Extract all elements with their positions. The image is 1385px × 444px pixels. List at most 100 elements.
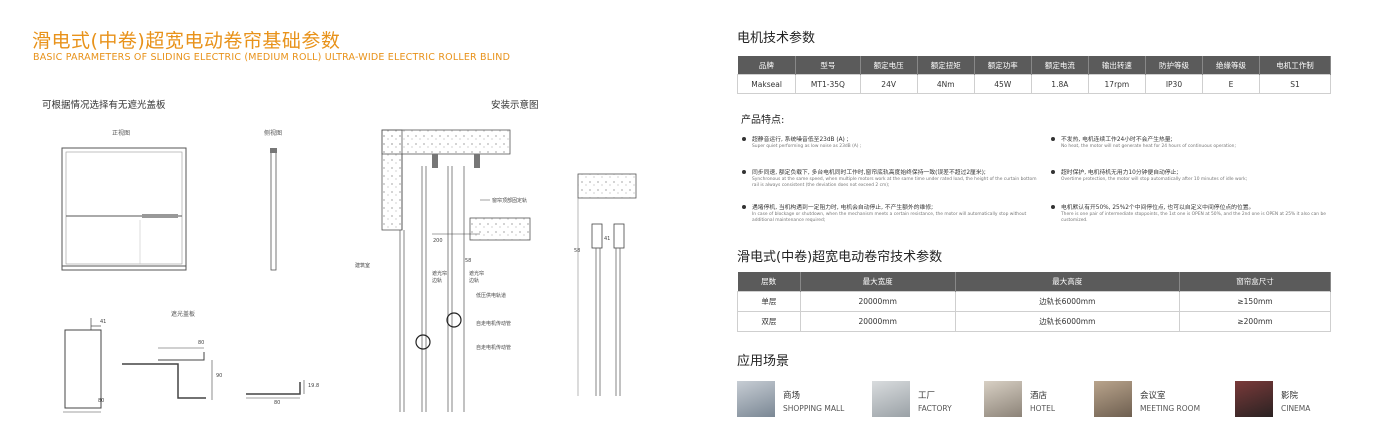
bullet-icon	[1051, 205, 1055, 209]
dim-90: 90	[216, 373, 223, 379]
motor-header-cell: 额定电压	[860, 56, 918, 75]
spec-header-cell: 窗帘盒尺寸	[1179, 272, 1332, 292]
motor-header-cell: 额定扭矩	[917, 56, 975, 75]
bullet-icon	[1051, 170, 1055, 174]
feature-text-en: In case of blockage or shutdown, when th…	[752, 212, 1027, 223]
cover-plate-section-2	[122, 347, 213, 400]
motor-cell: 45W	[973, 74, 1032, 94]
feature-text-cn: 电机默认有开50%, 25%2个中间停位点, 也可以自定义中间停位点的位置。	[1061, 205, 1255, 211]
dim-58-b: 58	[574, 248, 581, 254]
feature-item: 超静音运行, 系统噪音低至23dB (A) ;Super quiet perfo…	[742, 136, 1042, 150]
scene-photo	[1094, 381, 1132, 417]
motor-cell: MT1-35Q	[795, 74, 861, 94]
spec-section-title: 滑电式(中卷)超宽电动卷帘技术参数	[737, 250, 943, 265]
label-motor-tube-2: 自走电机传动管	[476, 345, 512, 351]
install-diagram-side	[577, 173, 637, 396]
feature-text-en: Super quiet performing as low noise as 2…	[752, 144, 862, 149]
cover-plate-label: 遮光盖板	[171, 311, 196, 318]
label-top-rail: 窗帘顶部固定轨	[492, 198, 528, 204]
motor-section-title: 电机技术参数	[737, 31, 816, 46]
dim-80-c: 80	[274, 400, 281, 406]
scene-label-en: MEETING ROOM	[1140, 404, 1201, 413]
cover-plate-section-3	[246, 380, 305, 399]
motor-spec-table: 品牌型号额定电压额定扭矩额定功率额定电流输出转速防护等级绝缘等级电机工作制 Ma…	[736, 56, 1331, 94]
spec-cell: ≥150mm	[1178, 291, 1332, 312]
scenes-title: 应用场景	[737, 354, 790, 369]
scene-label-cn: 工厂	[918, 391, 936, 401]
install-diagram-main	[381, 129, 531, 412]
spec-cell: 20000mm	[799, 291, 956, 312]
feature-item: 超时保护, 电机待机无用力10分钟便自动停止;Overtime protecti…	[1051, 169, 1351, 183]
dim-19-8: 19.8	[308, 383, 320, 389]
spec-cell: 单层	[737, 291, 801, 312]
motor-header-cell: 电机工作制	[1259, 56, 1331, 75]
side-view-label: 侧视图	[264, 130, 283, 137]
label-light-curtain-2: 遮光帘	[469, 271, 485, 277]
label-motor-tube-1: 自走电机传动管	[476, 321, 512, 327]
dim-200: 200	[433, 238, 443, 244]
feature-text-cn: 超静音运行, 系统噪音低至23dB (A) ;	[752, 137, 849, 143]
front-view-drawing	[61, 147, 187, 271]
motor-header-cell: 绝缘等级	[1202, 56, 1261, 75]
feature-text-en: Synchronous at the same speed, when mult…	[752, 177, 1037, 188]
spec-cell: 边轨长6000mm	[954, 311, 1180, 332]
scene-label-en: SHOPPING MALL	[783, 404, 845, 413]
section-heading-install: 安装示意图	[491, 100, 539, 111]
front-view-label: 正视图	[112, 130, 131, 137]
motor-cell: E	[1201, 74, 1261, 94]
dim-41: 41	[100, 319, 107, 325]
bullet-icon	[742, 170, 746, 174]
page-title: 滑电式(中卷)超宽电动卷帘基础参数	[32, 30, 341, 52]
label-building-wall: 建筑室	[355, 263, 371, 269]
feature-item: 遇堵停机, 当机构遇到一定阻力时, 电机会自动停止, 不产生额外的维修;In c…	[742, 204, 1042, 224]
motor-header-cell: 品牌	[737, 56, 797, 75]
label-power-rail: 低压供电轨道	[476, 293, 507, 299]
feature-text-en: No heat, the motor will not generate hea…	[1061, 144, 1236, 149]
spec-header-cell: 层数	[737, 272, 801, 292]
feature-text-en: There is one pair of intermediate stoppo…	[1061, 212, 1326, 223]
scene-label-cn: 会议室	[1140, 391, 1166, 401]
spec-header-cell: 最大高度	[955, 272, 1180, 292]
spec-table-header: 层数最大宽度最大高度窗帘盒尺寸	[737, 272, 1332, 292]
motor-header-cell: 额定功率	[974, 56, 1032, 75]
bullet-icon	[1051, 137, 1055, 141]
motor-cell: 4Nm	[916, 74, 975, 94]
motor-cell: 17rpm	[1087, 74, 1146, 94]
side-view-drawing	[270, 148, 277, 271]
scene-photo	[737, 381, 775, 417]
scene-photo	[1235, 381, 1273, 417]
label-side-rail-2: 边轨	[469, 278, 480, 284]
dim-41-b: 41	[604, 236, 611, 242]
motor-cell: IP30	[1144, 74, 1203, 94]
scene-label-cn: 酒店	[1030, 391, 1048, 401]
feature-text-cn: 不发热, 电机连续工作24小时不会产生热量;	[1061, 137, 1173, 143]
feature-item: 不发热, 电机连续工作24小时不会产生热量;No heat, the motor…	[1051, 136, 1351, 150]
motor-cell: 24V	[859, 74, 918, 94]
spec-cell: 20000mm	[799, 311, 956, 332]
motor-cell: S1	[1259, 74, 1331, 94]
features-title: 产品特点:	[741, 115, 785, 126]
motor-cell: Makseal	[736, 74, 797, 94]
spec-cell: ≥200mm	[1178, 311, 1332, 332]
motor-header-cell: 防护等级	[1145, 56, 1203, 75]
dim-80-a: 80	[98, 398, 105, 404]
feature-item: 电机默认有开50%, 25%2个中间停位点, 也可以自定义中间停位点的位置。Th…	[1051, 204, 1351, 224]
label-side-rail-1: 边轨	[432, 278, 443, 284]
feature-text-cn: 超时保护, 电机待机无用力10分钟便自动停止;	[1061, 170, 1179, 176]
feature-text-cn: 遇堵停机, 当机构遇到一定阻力时, 电机会自动停止, 不产生额外的维修;	[752, 205, 934, 211]
spec-cell: 边轨长6000mm	[954, 291, 1180, 312]
scene-label-cn: 商场	[783, 391, 801, 401]
motor-header-cell: 输出转速	[1088, 56, 1146, 75]
label-light-curtain-1: 遮光帘	[432, 271, 448, 277]
scene-label-en: CINEMA	[1281, 404, 1311, 413]
bullet-icon	[742, 137, 746, 141]
scene-label-cn: 影院	[1281, 391, 1299, 401]
page-subtitle: BASIC PARAMETERS OF SLIDING ELECTRIC (ME…	[33, 52, 511, 63]
feature-text-en: Overtime protection, the motor will stop…	[1061, 177, 1248, 182]
spec-cell: 双层	[737, 311, 801, 332]
scene-photo	[872, 381, 910, 417]
motor-table-header: 品牌型号额定电压额定扭矩额定功率额定电流输出转速防护等级绝缘等级电机工作制	[737, 56, 1331, 75]
